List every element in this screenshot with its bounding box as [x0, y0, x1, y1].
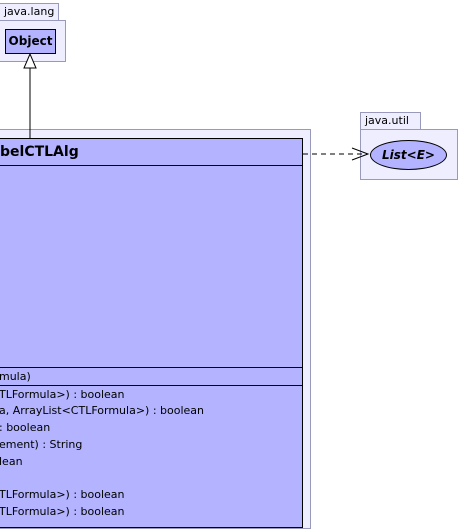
method-signature: TLFormula>) : boolean — [0, 388, 125, 401]
method-signature: ement) : String — [0, 438, 83, 451]
java-lang-package-label: java.lang — [4, 5, 55, 18]
method-signature: : boolean — [0, 421, 51, 434]
java-lang-package-tab: java.lang — [0, 3, 59, 21]
method-signature: lean — [0, 455, 23, 468]
main-class-name: belCTLAlg — [0, 144, 79, 160]
list-interface[interactable]: List<E> — [370, 140, 447, 170]
method-signature: a, ArrayList<CTLFormula>) : boolean — [0, 404, 204, 417]
object-class[interactable]: Object — [5, 29, 56, 54]
main-class[interactable] — [0, 138, 303, 528]
object-class-name: Object — [8, 34, 53, 48]
class-name-divider — [0, 165, 302, 166]
method-signature: TLFormula>) : boolean — [0, 488, 125, 501]
list-interface-name: List<E> — [382, 148, 435, 162]
java-util-package-label: java.util — [365, 114, 409, 127]
method-signature: TLFormula>) : boolean — [0, 505, 125, 518]
constructor-divider — [0, 385, 302, 386]
java-util-package-tab: java.util — [360, 112, 421, 130]
constructor-signature: mula) — [0, 370, 31, 383]
attributes-divider — [0, 367, 302, 368]
